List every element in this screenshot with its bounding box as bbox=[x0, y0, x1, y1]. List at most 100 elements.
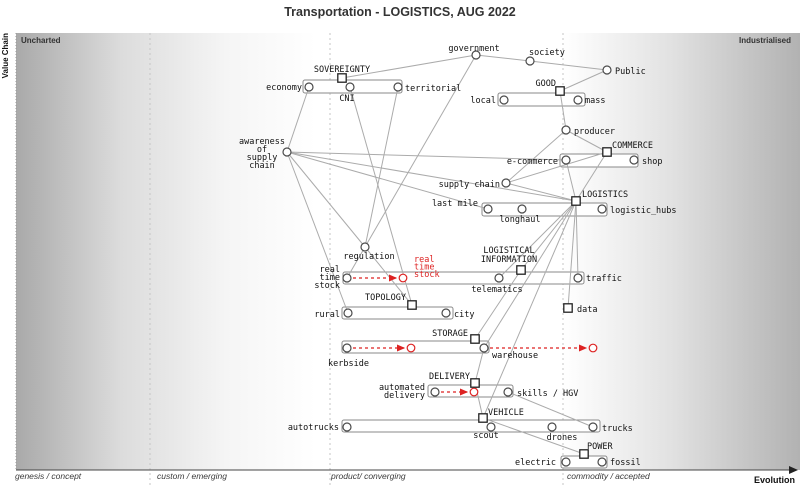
edge-regulation-real_time_stock bbox=[346, 246, 366, 279]
node-shop-label: shop bbox=[642, 157, 662, 167]
node-public-label: Public bbox=[615, 67, 646, 77]
evolution-axis-label: Evolution bbox=[754, 475, 795, 485]
node-logistics_sq[interactable] bbox=[571, 196, 581, 206]
edge-ecommerce-logistics_sq bbox=[565, 159, 577, 202]
node-warehouse-label: warehouse bbox=[492, 351, 538, 361]
node-logistic_hubs[interactable] bbox=[597, 204, 607, 214]
pipeline-box-good[interactable] bbox=[497, 92, 586, 107]
node-good_sq[interactable] bbox=[555, 86, 565, 96]
edge-vehicle_sq-power_sq bbox=[482, 417, 585, 455]
node-automated_delivery[interactable] bbox=[430, 387, 440, 397]
node-economy-label: economy bbox=[266, 83, 302, 93]
edge-logistics_sq-telematics bbox=[498, 200, 577, 279]
edge-logistics_sq-traffic bbox=[575, 200, 579, 279]
edge-supply_chain-commerce_sq bbox=[505, 151, 608, 184]
node-regulation[interactable] bbox=[360, 242, 370, 252]
node-logistic_hubs-label: logistic_hubs bbox=[610, 206, 677, 216]
move-automated-delivery-ghost-node[interactable] bbox=[469, 387, 479, 397]
node-log_info_sq[interactable] bbox=[516, 265, 526, 275]
node-vehicle_sq[interactable] bbox=[478, 413, 488, 423]
node-trucks[interactable] bbox=[588, 422, 598, 432]
node-power_sq[interactable] bbox=[579, 449, 589, 459]
ghost-real-time-stock-label: time bbox=[414, 263, 434, 273]
node-warehouse[interactable] bbox=[479, 343, 489, 353]
node-drones[interactable] bbox=[547, 422, 557, 432]
edge-public-good_sq bbox=[559, 69, 608, 92]
edge-awareness-regulation bbox=[286, 151, 366, 248]
node-real_time_stock[interactable] bbox=[342, 273, 352, 283]
node-scout[interactable] bbox=[486, 422, 496, 432]
edge-logistics_sq-warehouse bbox=[483, 200, 577, 349]
node-territorial[interactable] bbox=[393, 82, 403, 92]
edge-awareness-logistics_sq bbox=[286, 151, 577, 202]
node-local[interactable] bbox=[499, 95, 509, 105]
node-kerbside-label: kerbside bbox=[328, 359, 369, 369]
node-power_sq-label: POWER bbox=[587, 442, 613, 452]
node-skills_hgv[interactable] bbox=[503, 387, 513, 397]
node-sovereignty_sq[interactable] bbox=[337, 73, 347, 83]
node-scout-label: scout bbox=[473, 431, 499, 441]
node-data_sq[interactable] bbox=[563, 303, 573, 313]
node-public[interactable] bbox=[602, 65, 612, 75]
map-title: Transportation - LOGISTICS, AUG 2022 bbox=[284, 5, 516, 19]
node-storage_sq-label: STORAGE bbox=[432, 329, 468, 339]
node-last_mile[interactable] bbox=[483, 204, 493, 214]
node-good_sq-label: GOOD bbox=[536, 79, 556, 89]
node-commerce_sq[interactable] bbox=[602, 147, 612, 157]
node-awareness[interactable] bbox=[282, 147, 292, 157]
node-real_time_stock-label: real bbox=[320, 265, 340, 275]
edge-cni-topology_sq bbox=[349, 86, 413, 306]
node-topology_sq-label: TOPOLOGY bbox=[365, 293, 406, 303]
edge-producer-commerce_sq bbox=[565, 129, 608, 153]
node-storage_sq[interactable] bbox=[470, 334, 480, 344]
edge-economy-awareness bbox=[286, 86, 310, 153]
node-producer[interactable] bbox=[561, 125, 571, 135]
node-local-label: local bbox=[470, 96, 496, 106]
node-society[interactable] bbox=[525, 56, 535, 66]
node-awareness-label: awareness bbox=[239, 137, 285, 147]
node-trucks-label: trucks bbox=[602, 424, 633, 434]
node-drones-label: drones bbox=[547, 433, 578, 443]
node-longhaul[interactable] bbox=[517, 204, 527, 214]
move-kerbside-ghost-node[interactable] bbox=[406, 343, 416, 353]
node-cni[interactable] bbox=[345, 82, 355, 92]
node-government[interactable] bbox=[471, 50, 481, 60]
edge-territorial-regulation bbox=[364, 86, 399, 248]
node-traffic-label: traffic bbox=[586, 274, 622, 284]
edge-good_sq-producer bbox=[559, 90, 567, 131]
node-electric-label: electric bbox=[515, 458, 556, 468]
node-telematics[interactable] bbox=[494, 273, 504, 283]
move-real-time-stock-ghost-node[interactable] bbox=[398, 273, 408, 283]
node-fossil[interactable] bbox=[597, 457, 607, 467]
node-city[interactable] bbox=[441, 308, 451, 318]
node-ecommerce[interactable] bbox=[561, 155, 571, 165]
node-economy[interactable] bbox=[304, 82, 314, 92]
pipeline-box-storage[interactable] bbox=[341, 340, 490, 354]
node-last_mile-label: last mile bbox=[432, 199, 478, 209]
move-warehouse-ghost-node[interactable] bbox=[588, 343, 598, 353]
node-traffic[interactable] bbox=[573, 273, 583, 283]
pipeline-box-vehicle[interactable] bbox=[341, 419, 601, 433]
node-cni-label: CNI bbox=[339, 94, 354, 104]
node-supply_chain[interactable] bbox=[501, 178, 511, 188]
stage-label-commodity: commodity / accepted bbox=[567, 471, 650, 481]
node-mass[interactable] bbox=[573, 95, 583, 105]
node-kerbside[interactable] bbox=[342, 343, 352, 353]
pipeline-box-topology[interactable] bbox=[341, 306, 454, 320]
edge-logistics_sq-vehicle_sq bbox=[482, 200, 577, 419]
node-producer-label: producer bbox=[574, 127, 615, 137]
industrialised-gradient bbox=[563, 33, 800, 470]
evolution-axis-arrow-icon bbox=[789, 466, 798, 474]
zone-label-uncharted: Uncharted bbox=[21, 36, 61, 45]
node-rural[interactable] bbox=[343, 308, 353, 318]
node-awareness-label: supply bbox=[247, 153, 278, 163]
node-electric[interactable] bbox=[561, 457, 571, 467]
node-topology_sq[interactable] bbox=[407, 300, 417, 310]
edge-sovereignty_sq-government bbox=[341, 54, 477, 79]
node-delivery_sq[interactable] bbox=[470, 378, 480, 388]
node-autotrucks[interactable] bbox=[342, 422, 352, 432]
node-shop[interactable] bbox=[629, 155, 639, 165]
edge-government-society bbox=[475, 54, 531, 62]
